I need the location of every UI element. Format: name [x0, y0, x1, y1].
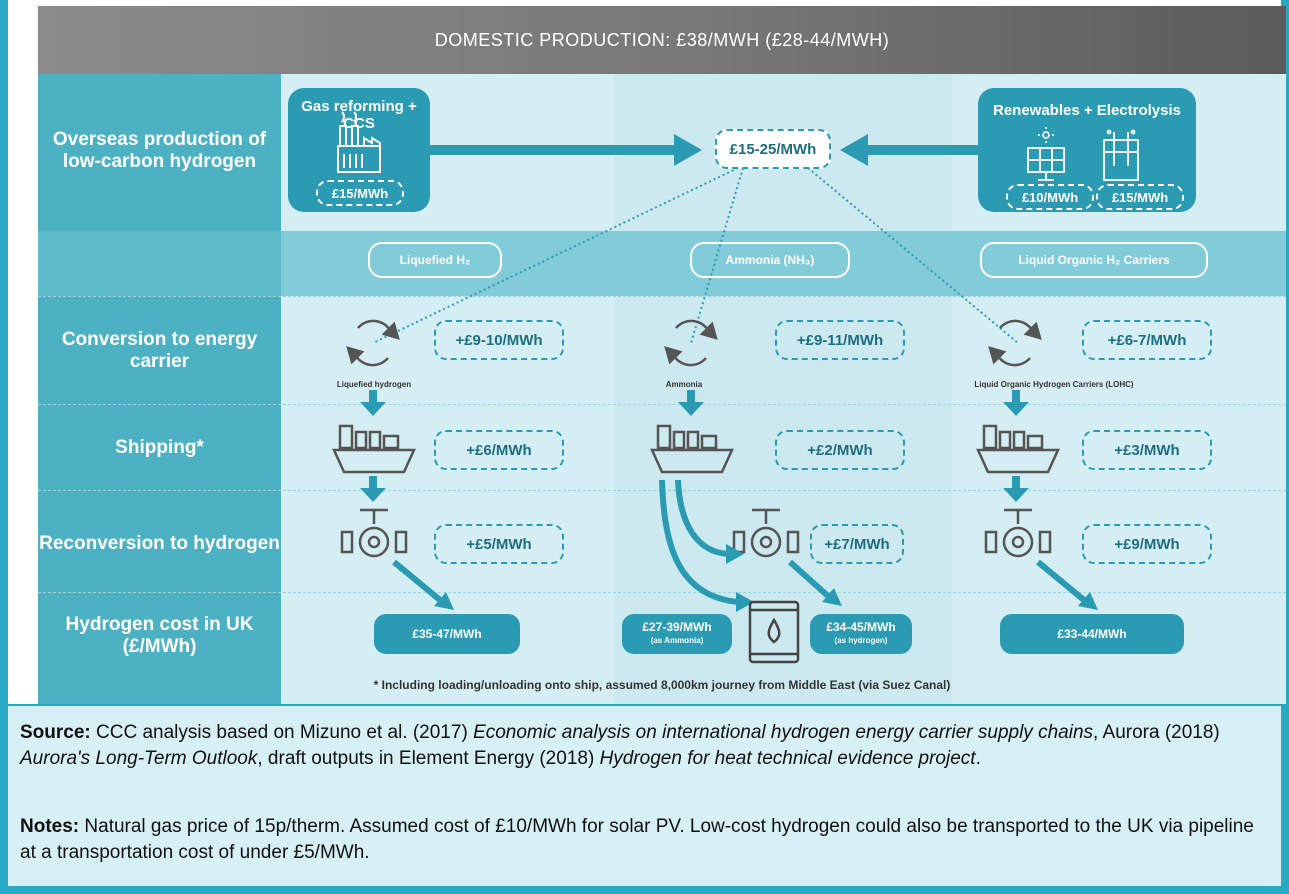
middle-column — [614, 74, 952, 704]
ship-icon — [650, 424, 734, 474]
row-divider — [38, 592, 1286, 593]
barrel-icon — [748, 600, 800, 664]
reconversion-ammonia-cost: +£7/MWh — [810, 524, 904, 564]
notes-text: Natural gas price of 15p/therm. Assumed … — [20, 816, 1254, 863]
final-hydrogen: £34-45/MWh (as hydrogen) — [810, 614, 912, 654]
label-column — [38, 74, 281, 704]
carrier-ammonia: Ammonia (NH₃) — [690, 242, 850, 278]
renewables-icons — [1027, 127, 1139, 181]
source-paragraph: Source: CCC analysis based on Mizuno et … — [20, 720, 1270, 772]
domestic-production-header: DOMESTIC PRODUCTION: £38/MWH (£28-44/MWH… — [38, 6, 1286, 74]
final-ammonia: £27-39/MWh (as Ammonia) — [622, 614, 732, 654]
final-lohc-value: £33-44/MWh — [1057, 627, 1127, 641]
renewables-title: Renewables + Electrolysis — [992, 102, 1181, 119]
arrow-icon — [360, 476, 1029, 502]
arrow-icon — [840, 134, 978, 166]
arrow-icon — [392, 559, 1086, 603]
row-label-overseas: Overseas production of low-carbon hydrog… — [52, 129, 267, 172]
final-liquefied: £35-47/MWh — [374, 614, 520, 654]
electrolysis-cost: £15/MWh — [1096, 184, 1184, 210]
source-title-2: Aurora's Long-Term Outlook — [20, 748, 258, 769]
factory-icon — [337, 111, 381, 173]
cycle-icon — [346, 319, 400, 367]
sun-icon — [1038, 127, 1054, 143]
valve-icon — [340, 508, 408, 558]
source-title-3: Hydrogen for heat technical evidence pro… — [599, 748, 976, 769]
footnote: * Including loading/unloading onto ship,… — [373, 678, 951, 692]
final-hydrogen-note: (as hydrogen) — [834, 636, 888, 645]
caption-liquefied: Liquefied hydrogen — [336, 380, 412, 389]
source-text-2: , Aurora (2018) — [1093, 722, 1220, 743]
diagram: DOMESTIC PRODUCTION: £38/MWH (£28-44/MWH… — [38, 6, 1286, 704]
arrow-icon — [430, 134, 702, 166]
shipping-ammonia-cost: +£2/MWh — [775, 430, 905, 470]
notes-paragraph: Notes: Natural gas price of 15p/therm. A… — [20, 814, 1270, 866]
source-text-1: CCC analysis based on Mizuno et al. (201… — [90, 722, 474, 743]
renewables-panel: Renewables + Electrolysis £10/MWh £15/MW… — [978, 88, 1196, 212]
row-label-conversion: Conversion to energy carrier — [61, 329, 258, 372]
arrow-icon — [726, 544, 744, 564]
arrow-icon — [736, 592, 754, 612]
valve-icon — [732, 508, 800, 558]
reconversion-lohc-cost: +£9/MWh — [1082, 524, 1212, 564]
solar-cost: £10/MWh — [1006, 184, 1094, 210]
electrolyser-icon — [1103, 129, 1139, 181]
conversion-liquefied-cost: +£9-10/MWh — [434, 320, 564, 360]
cycle-icon — [664, 319, 718, 367]
arrow-heads — [434, 588, 1098, 610]
final-ammonia-note: (as Ammonia) — [650, 636, 704, 645]
carrier-liquefied: Liquefied H₂ — [368, 242, 502, 278]
conversion-ammonia-cost: +£9-11/MWh — [775, 320, 905, 360]
solar-panel-icon — [1027, 147, 1065, 181]
final-hydrogen-value: £34-45/MWh — [826, 620, 896, 634]
notes-label: Notes: — [20, 816, 80, 837]
final-ammonia-value: £27-39/MWh — [642, 620, 712, 634]
arrow-icon — [659, 479, 739, 605]
conversion-lohc-cost: +£6-7/MWh — [1082, 320, 1212, 360]
overseas-cost-range: £15-25/MWh — [715, 129, 831, 169]
caption-ammonia: Ammonia — [665, 380, 703, 389]
ship-icon — [332, 424, 416, 474]
row-label-reconversion: Reconversion to hydrogen — [39, 533, 280, 554]
flow-graphics — [332, 134, 1098, 664]
carrier-band-left — [38, 231, 281, 296]
final-lohc: £33-44/MWh — [1000, 614, 1184, 654]
source-text-4: . — [975, 748, 981, 769]
row-divider — [38, 296, 1286, 297]
caption-lohc: Liquid Organic Hydrogen Carriers (LOHC) — [974, 380, 1134, 389]
valve-icon — [984, 508, 1052, 558]
gas-reforming-panel: Gas reforming + CCS £15/MWh — [288, 88, 430, 212]
shipping-liquefied-cost: +£6/MWh — [434, 430, 564, 470]
reconversion-liquefied-cost: +£5/MWh — [434, 524, 564, 564]
source-label: Source: — [20, 722, 91, 743]
source-text-3: , draft outputs in Element Energy (2018) — [257, 748, 600, 769]
row-label-cost: Hydrogen cost in UK (£/MWh) — [65, 614, 254, 657]
cycle-icon — [988, 319, 1042, 367]
carrier-lohc: Liquid Organic H₂ Carriers — [980, 242, 1208, 278]
shipping-lohc-cost: +£3/MWh — [1082, 430, 1212, 470]
final-liquefied-value: £35-47/MWh — [412, 627, 482, 641]
ship-icon — [976, 424, 1060, 474]
row-label-shipping: Shipping* — [115, 437, 204, 458]
row-divider — [38, 404, 1286, 405]
notes-panel: Source: CCC analysis based on Mizuno et … — [8, 704, 1281, 886]
source-title-1: Economic analysis on international hydro… — [473, 722, 1094, 743]
gas-cost: £15/MWh — [316, 180, 404, 206]
arrow-icon — [360, 390, 1029, 416]
dotted-paths — [372, 167, 1019, 344]
